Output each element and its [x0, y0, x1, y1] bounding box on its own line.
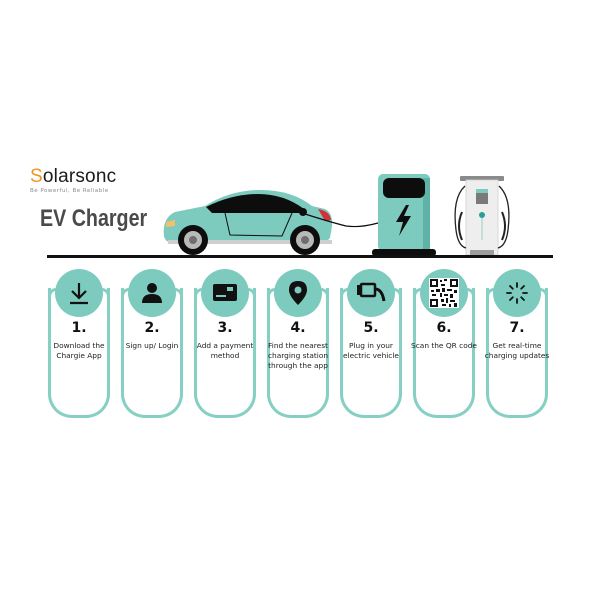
step-number: 7.: [509, 320, 525, 336]
brand-tagline: Be Powerful, Be Reliable: [30, 188, 109, 194]
step-icon-circle: [420, 269, 468, 317]
credit-card-icon: [213, 284, 237, 301]
step-text: Plug in your electric vehicle: [343, 341, 399, 360]
step-text: Get real-time charging updates: [484, 341, 550, 360]
step-icon-circle: [274, 269, 322, 317]
map-pin-icon: [289, 281, 307, 305]
step-icon-circle: [55, 269, 103, 317]
step-icon-circle: [128, 269, 176, 317]
loading-icon: [506, 282, 528, 304]
step-icon-circle: [493, 269, 541, 317]
step-icon-circle: [347, 269, 395, 317]
qr-code-icon: [429, 278, 459, 308]
step-icon-circle: [201, 269, 249, 317]
brand-logo: Solarsonc Be Powerful, Be Reliable: [30, 167, 116, 195]
ev-illustration: [163, 174, 510, 256]
step-number: 1.: [71, 320, 87, 336]
ground-line: [47, 255, 553, 258]
step-number: 2.: [144, 320, 160, 336]
brand-initial: S: [30, 166, 43, 187]
step-text: Add a payment method: [196, 341, 254, 360]
user-icon: [142, 283, 162, 303]
electric-car-icon: [163, 190, 379, 255]
download-icon: [70, 283, 88, 305]
step-text: Sign up/ Login: [125, 341, 179, 350]
page-title: EV Charger: [40, 205, 148, 232]
charging-station-icon: [372, 174, 436, 256]
step-text: Find the nearest charging station throug…: [267, 341, 329, 370]
step-text: Download the Chargie App: [53, 341, 105, 360]
brand-name: Solarsonc: [30, 167, 116, 187]
step-number: 3.: [217, 320, 233, 336]
step-number: 6.: [436, 320, 452, 336]
plug-icon: [357, 282, 386, 302]
brand-name-rest: olarsonc: [42, 166, 117, 187]
step-number: 4.: [290, 320, 306, 336]
step-text: Scan the QR code: [411, 341, 477, 350]
step-number: 5.: [363, 320, 379, 336]
dc-charger-icon: [454, 176, 510, 256]
